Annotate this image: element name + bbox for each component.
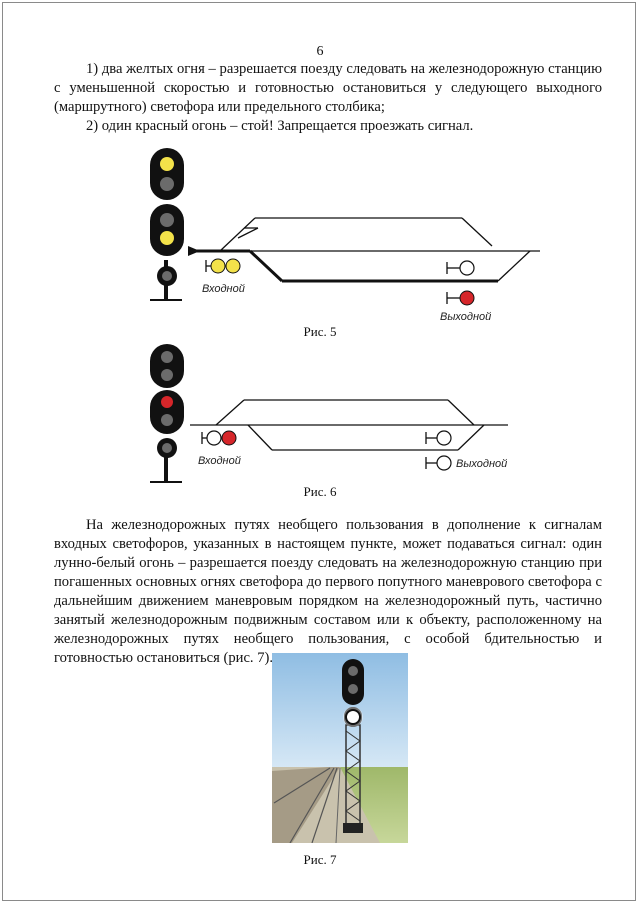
label-entry-signal: Входной [202, 283, 245, 295]
lamp-yellow-top [160, 157, 174, 171]
signal-head [342, 659, 364, 705]
label-exit-signal: Выходной [440, 311, 491, 323]
lamp-off [162, 271, 172, 281]
paragraph-item-2: 2) один красный огонь – стой! Запрещаетс… [86, 118, 474, 134]
lamp-red [161, 396, 173, 408]
mast-lattice [345, 730, 361, 822]
lamp-red [221, 430, 237, 446]
figure-6-caption: Рис. 6 [303, 484, 337, 499]
lamp-off [348, 666, 358, 676]
lamp-off [348, 684, 358, 694]
lamp-off [161, 369, 173, 381]
signal-head-upper [150, 344, 184, 388]
lamp-lunar-white [347, 711, 359, 723]
sky [272, 653, 408, 771]
lamp-off [161, 351, 173, 363]
lamp-yellow [210, 258, 226, 274]
rail [311, 767, 338, 843]
figure-5-diagram: Входной Выходной [150, 148, 540, 323]
grass [340, 767, 408, 843]
track-siding [461, 217, 493, 247]
figure-7-caption: Рис. 7 [303, 852, 337, 867]
figure-5-caption: Рис. 5 [303, 324, 337, 339]
lamp-white [436, 455, 452, 471]
lamp-off [160, 177, 174, 191]
signal-base [343, 823, 363, 833]
figure-7-illustration [272, 653, 408, 843]
lamp-off [161, 414, 173, 426]
lamp-white [206, 430, 222, 446]
label-exit-signal: Выходной [456, 458, 507, 470]
track-switch [248, 249, 284, 283]
lamp-white [459, 260, 475, 276]
signal-head-lower [150, 204, 184, 256]
label-entry-signal: Входной [198, 455, 241, 467]
rail [289, 767, 335, 843]
rail [273, 767, 331, 804]
lamp-off [160, 213, 174, 227]
rail [335, 767, 341, 843]
track-lower [247, 424, 273, 451]
paragraph-body: На железнодорожных путях необщего пользо… [54, 517, 602, 666]
track-siding [447, 399, 475, 426]
page-number: 6 [316, 44, 324, 59]
lamp-glow [343, 707, 363, 727]
figure-6-diagram: Входной Выходной [150, 344, 508, 483]
lamp-red [459, 290, 475, 306]
track-siding [237, 227, 259, 239]
signal-mast [164, 452, 168, 482]
lamp-white [436, 430, 452, 446]
signal-head-upper [150, 148, 184, 200]
lamp-off [162, 443, 172, 453]
track-siding [215, 399, 245, 426]
lamp-yellow-bottom [160, 231, 174, 245]
track-siding [219, 217, 256, 252]
signal-head-lower [150, 390, 184, 434]
lamp-yellow [225, 258, 241, 274]
paragraph-item-1: 1) два желтых огня – разрешается поезду … [54, 61, 602, 115]
track-lower [457, 424, 485, 451]
track-switch-exit [497, 250, 531, 282]
